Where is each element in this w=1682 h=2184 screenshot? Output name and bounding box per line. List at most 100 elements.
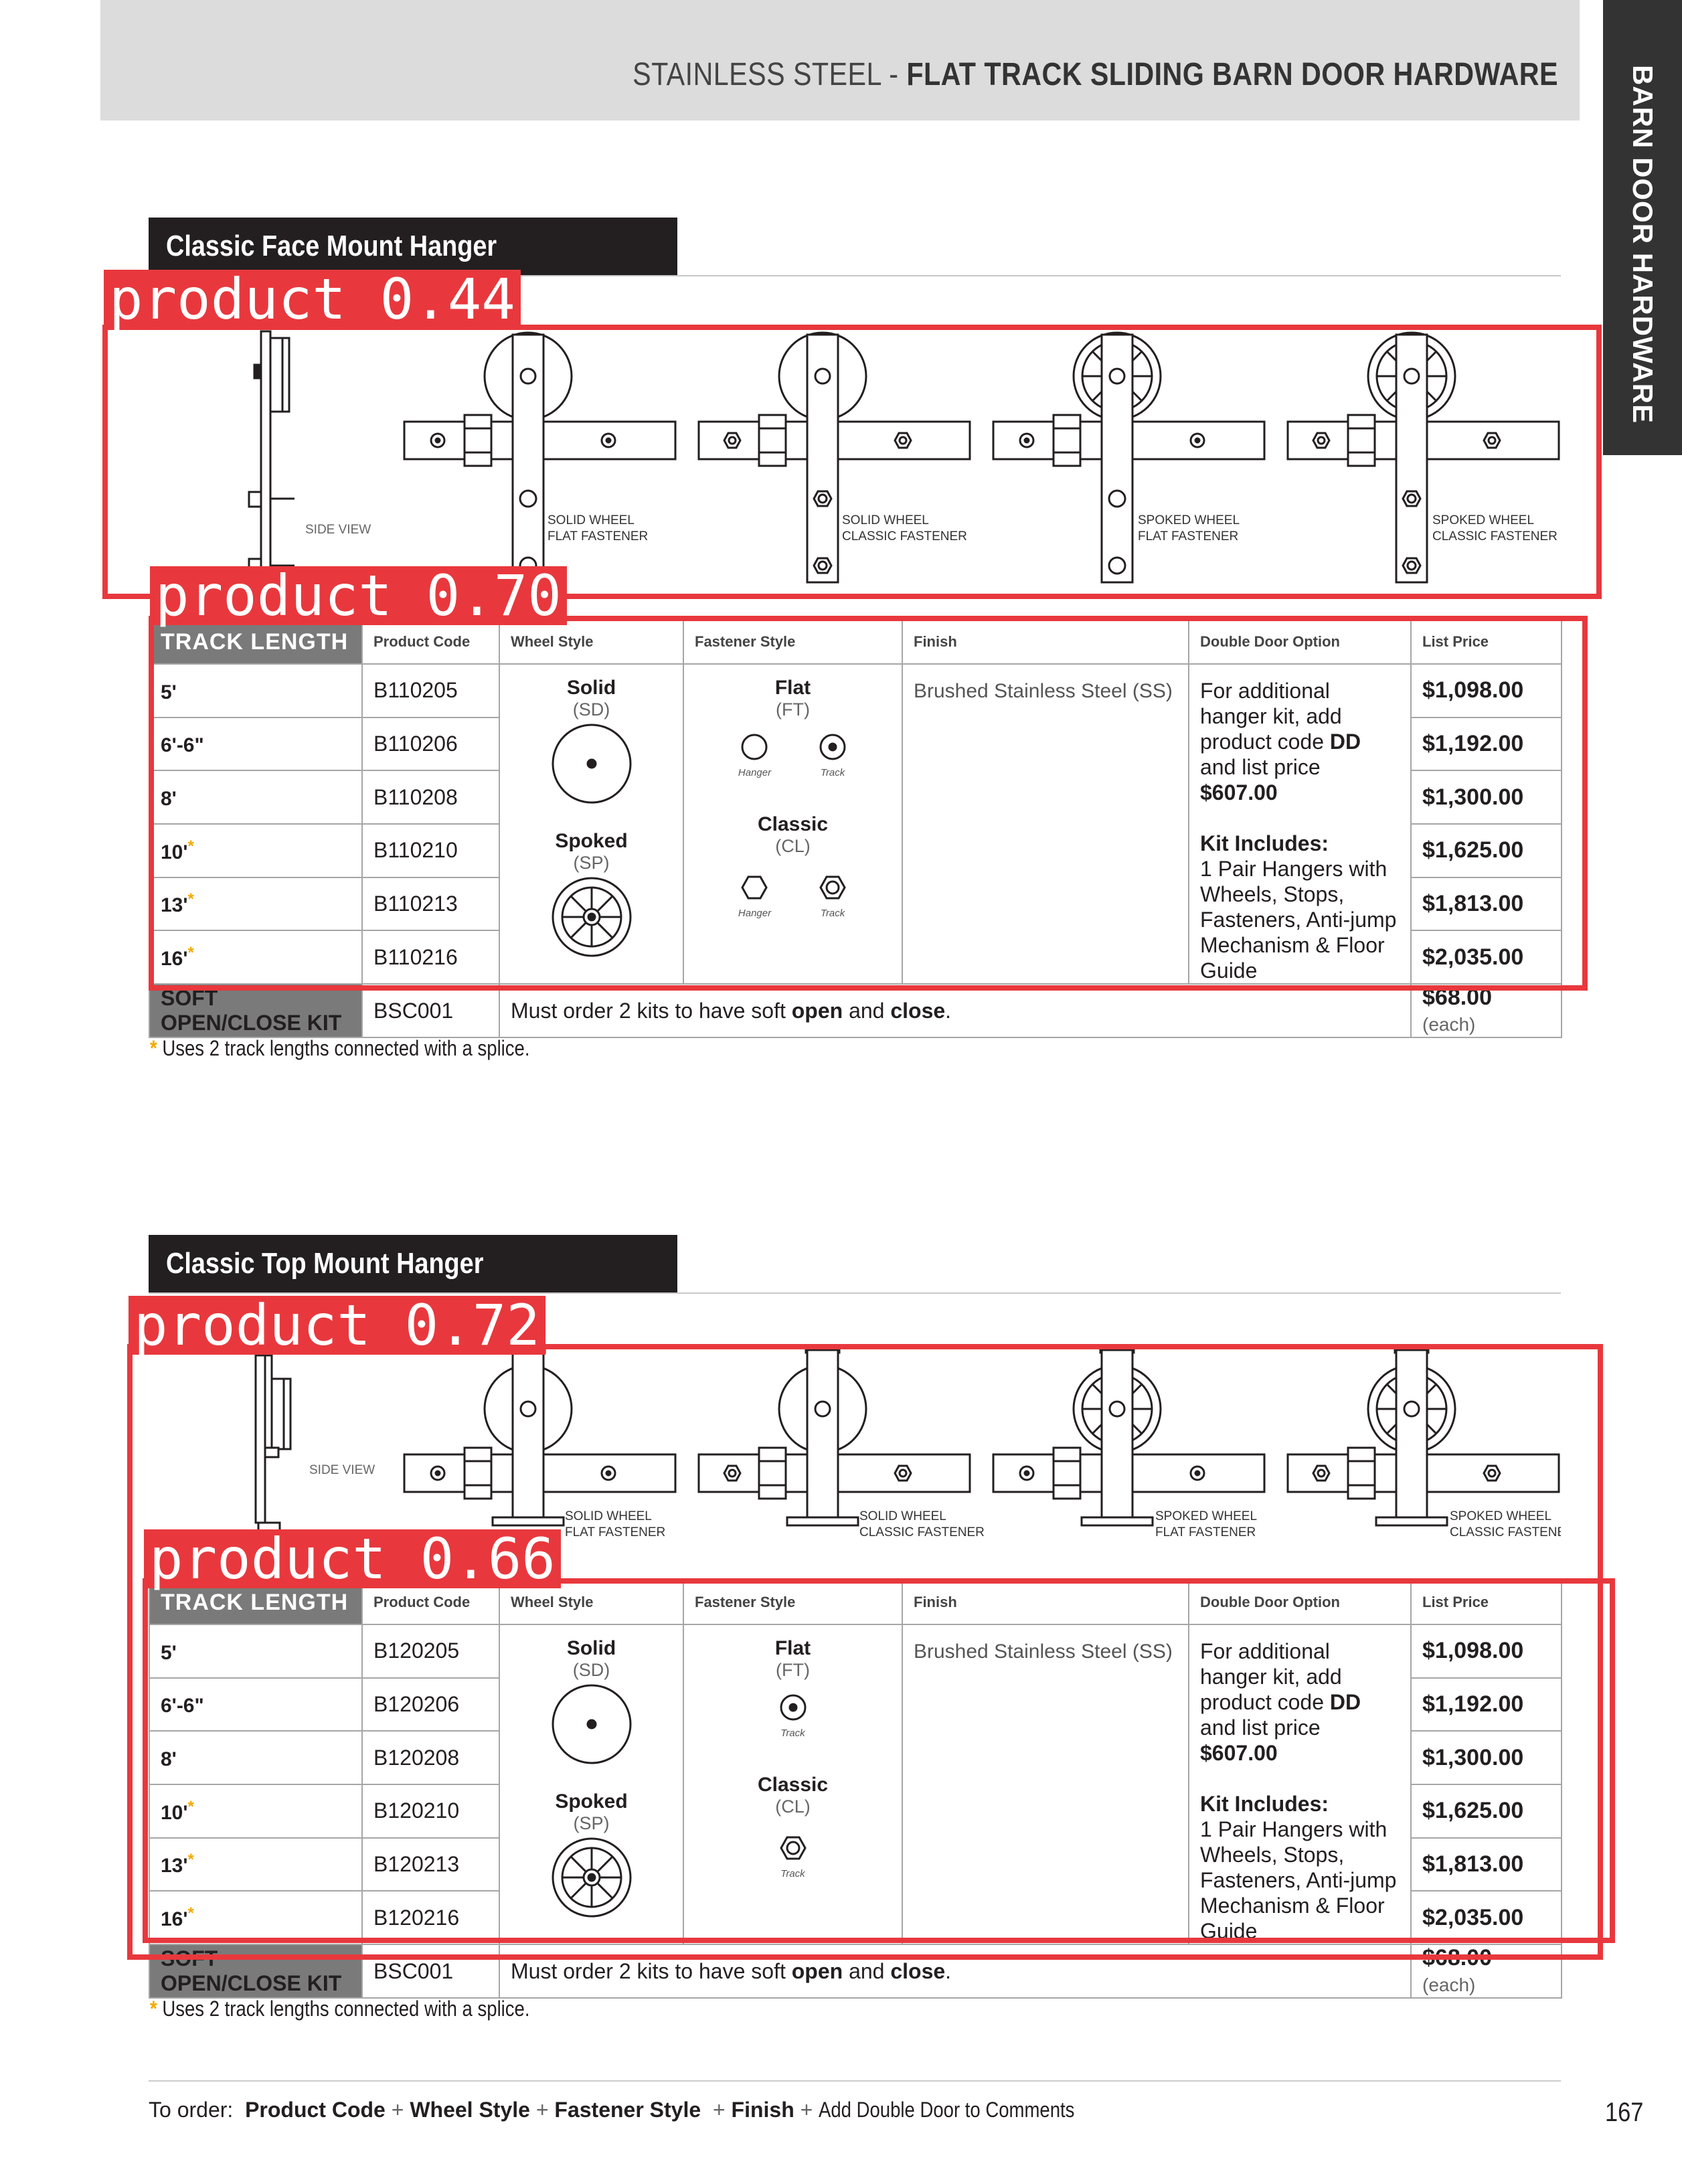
variant-solid-classic [697,1347,971,1527]
fastener-style-cell: Flat (FT) Track Classic (CL) Track [683,1624,903,1945]
variant-spoked-classic [1286,1347,1560,1527]
product-code-cell: B110216 [361,930,500,985]
variant-solid-flat [403,1347,677,1527]
variant-spoked-flat [992,1347,1266,1527]
col-list-price: List Price [1410,1580,1562,1625]
variant-4-caption-line2: CLASSIC FASTENER [1450,1525,1561,1539]
price-cell: $1,625.00 [1410,823,1562,878]
footnote: * Uses 2 track lengths connected with a … [150,1036,530,1060]
price-cell: $1,098.00 [1410,663,1562,718]
table-row: 5' B110205 Solid (SD) Spoked (SP) [149,663,1562,985]
side-tab[interactable]: BARN DOOR HARDWARE [1603,0,1682,455]
section-divider [149,275,1561,276]
product-code-cell: B110206 [361,716,500,772]
price-cell: $1,300.00 [1410,1730,1562,1785]
col-finish: Finish [902,1580,1189,1625]
table-row: 10'* B110210 $1,625.00 [149,823,1562,878]
soft-kit-note: Must order 2 kits to have soft open and … [499,983,1412,1038]
top-mount-illustrations: SIDE VIEW [149,1342,1561,1623]
face-mount-spec-table: TRACK LENGTH Product Code Wheel Style Fa… [149,619,1562,1038]
detection-box-2 [149,616,1588,991]
product-code-cell: B120213 [361,1837,500,1892]
product-code-cell: B120206 [361,1677,500,1732]
soft-kit-row: SOFT OPEN/CLOSE KIT BSC001 Must order 2 … [149,1944,1562,1999]
table-row: 16'* B120216 $2,035.00 [149,1890,1562,1945]
face-mount-illustrations: SIDE VIEW [149,305,1561,586]
price-cell: $1,813.00 [1410,1837,1562,1892]
variant-2-caption-line2: CLASSIC FASTENER [842,529,967,543]
product-code-cell: B120208 [361,1730,500,1785]
col-wheel-style: Wheel Style [499,1580,684,1625]
variant-3-caption-line2: FLAT FASTENER [1155,1525,1256,1539]
classic-track-fastener-icon [819,875,846,900]
finish-cell: Brushed Stainless Steel (SS) [902,663,1189,985]
price-cell: $2,035.00 [1410,930,1562,985]
table-row: 10'* B120210 $1,625.00 [149,1783,1562,1839]
product-code-cell: B120216 [361,1890,500,1945]
variant-4-caption-line2: CLASSIC FASTENER [1432,529,1558,543]
side-tab-label: BARN DOOR HARDWARE [1627,65,1659,424]
track-length-cell: 6'-6" [149,1677,363,1732]
product-code-cell: B110210 [361,823,500,878]
soft-kit-code: BSC001 [361,983,500,1038]
track-length-cell: 13'* [149,876,363,932]
side-view-drawing [254,1354,292,1532]
soft-kit-price: $68.00 (each) [1410,1944,1562,1999]
product-code-cell: B110213 [361,876,500,932]
variant-1-caption-line2: FLAT FASTENER [548,529,648,543]
product-code-cell: B110205 [361,663,500,718]
flat-hanger-fastener-icon [741,734,768,760]
variant-1-caption-line1: SOLID WHEEL [565,1509,652,1523]
track-length-cell: 5' [149,1624,363,1679]
header-band [100,0,1580,120]
classic-hanger-fastener-icon [741,875,768,900]
variant-4-caption-line1: SPOKED WHEEL [1432,513,1534,527]
col-double-door: Double Door Option [1188,1580,1412,1625]
section-title-face-mount: Classic Face Mount Hanger [149,218,677,276]
flat-track-fastener-icon [780,1694,806,1721]
variant-solid-classic [697,331,971,584]
section-divider [149,1292,1561,1294]
table-row: 6'-6" B120206 $1,192.00 [149,1677,1562,1732]
col-list-price: List Price [1410,619,1562,665]
track-length-cell: 13'* [149,1837,363,1892]
double-door-cell: For additional hanger kit, add product c… [1188,1624,1412,1945]
detection-label-3: product 0.72 [129,1296,545,1355]
table-row: 8' B120208 $1,300.00 [149,1730,1562,1785]
product-code-cell: B120210 [361,1783,500,1839]
variant-solid-flat [403,331,677,584]
table-row: 13'* B120213 $1,813.00 [149,1837,1562,1892]
track-length-cell: 10'* [149,1783,363,1839]
variant-3-caption-line1: SPOKED WHEEL [1155,1509,1257,1523]
soft-kit-code: BSC001 [361,1944,500,1999]
fastener-style-cell: Flat (FT) Hanger Track Classic (CL) Hang… [683,663,903,985]
variant-2-caption-line2: CLASSIC FASTENER [859,1525,985,1539]
soft-kit-label: SOFT OPEN/CLOSE KIT [149,983,363,1038]
variant-3-caption-line1: SPOKED WHEEL [1138,513,1240,527]
product-code-cell: B110208 [361,770,500,825]
track-length-cell: 10'* [149,823,363,878]
double-door-cell: For additional hanger kit, add product c… [1188,663,1412,985]
price-cell: $1,098.00 [1410,1624,1562,1679]
variant-4-caption-line1: SPOKED WHEEL [1450,1509,1551,1523]
spoked-wheel-icon [552,877,631,957]
classic-track-fastener-icon [779,1836,807,1860]
variant-spoked-flat [992,331,1266,584]
col-product-code: Product Code [361,619,500,665]
footer-divider [149,2080,1561,2082]
table-row: 5' B120205 Solid (SD) Spoked (SP) [149,1624,1562,1945]
detection-label-2: product 0.70 [150,566,567,625]
product-code-cell: B120205 [361,1624,500,1679]
detection-box-4 [143,1578,1615,1943]
soft-kit-row: SOFT OPEN/CLOSE KIT BSC001 Must order 2 … [149,983,1562,1038]
table-row: 8' B110208 $1,300.00 [149,770,1562,825]
variant-2-caption-line1: SOLID WHEEL [859,1509,946,1523]
track-length-cell: 8' [149,770,363,825]
variant-3-caption-line2: FLAT FASTENER [1138,529,1238,543]
flat-track-fastener-icon [819,734,846,760]
table-row: 16'* B110216 $2,035.00 [149,930,1562,985]
page-number: 167 [1605,2098,1644,2127]
soft-kit-note: Must order 2 kits to have soft open and … [499,1944,1412,1999]
col-wheel-style: Wheel Style [499,619,684,665]
table-row: 13'* B110213 $1,813.00 [149,876,1562,932]
